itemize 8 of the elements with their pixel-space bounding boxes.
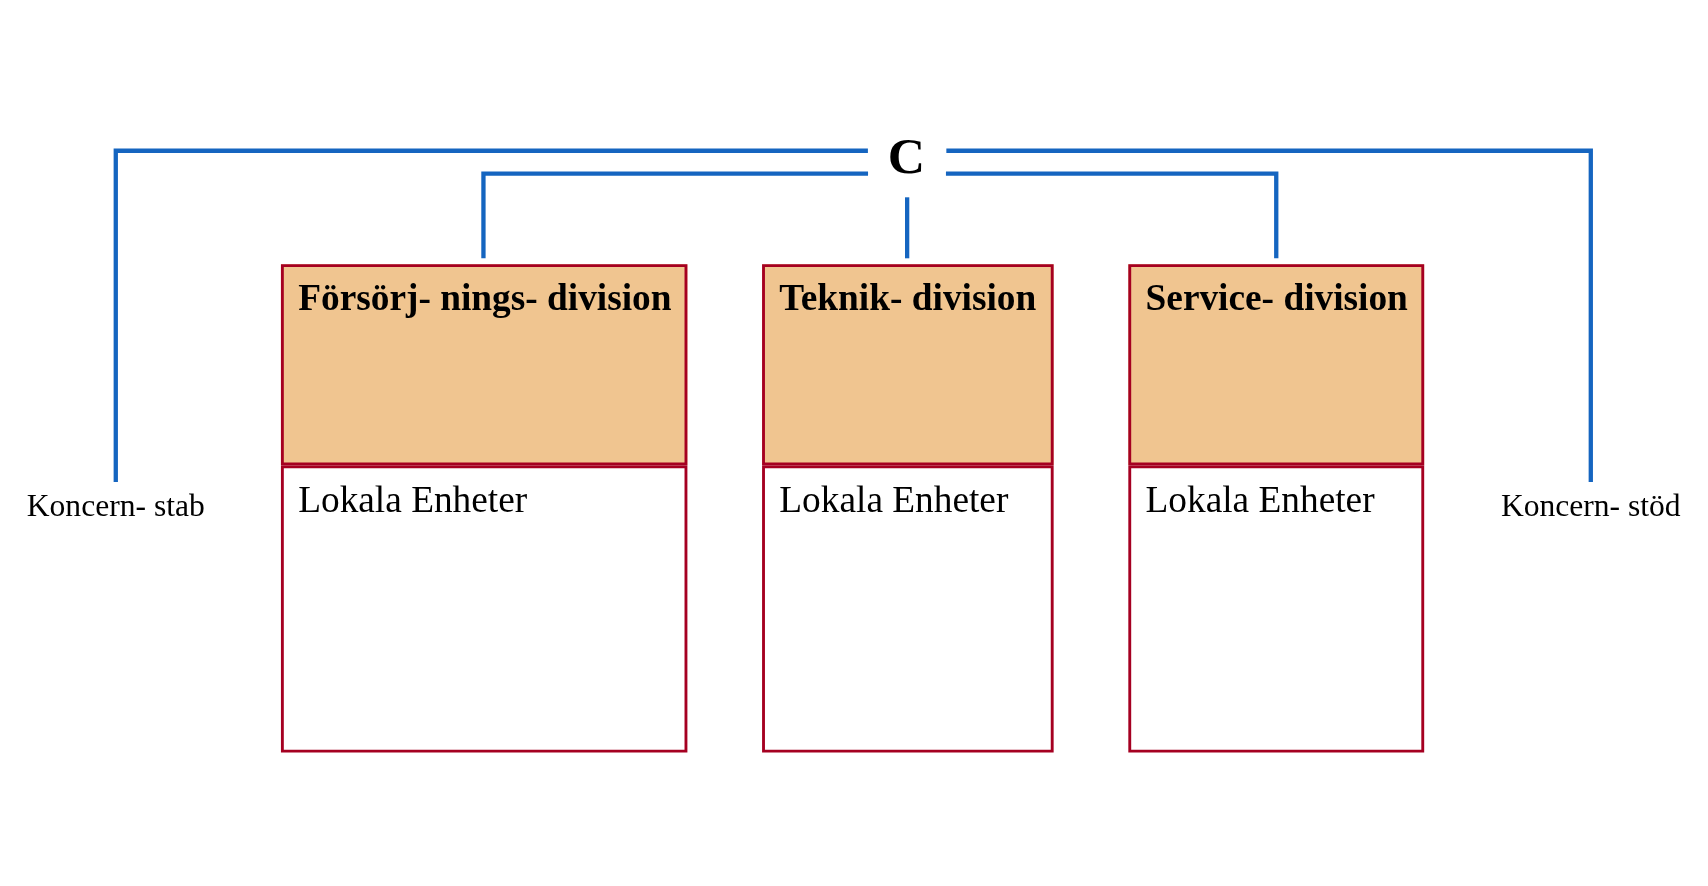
connector bbox=[113, 148, 868, 483]
node-text: Koncern- stab bbox=[26, 488, 205, 524]
connector bbox=[905, 197, 910, 259]
node-text: Koncern- stöd bbox=[1500, 488, 1681, 524]
node-text: C bbox=[887, 127, 926, 185]
connector bbox=[481, 171, 869, 259]
connector bbox=[946, 148, 1593, 483]
connector bbox=[945, 171, 1279, 259]
